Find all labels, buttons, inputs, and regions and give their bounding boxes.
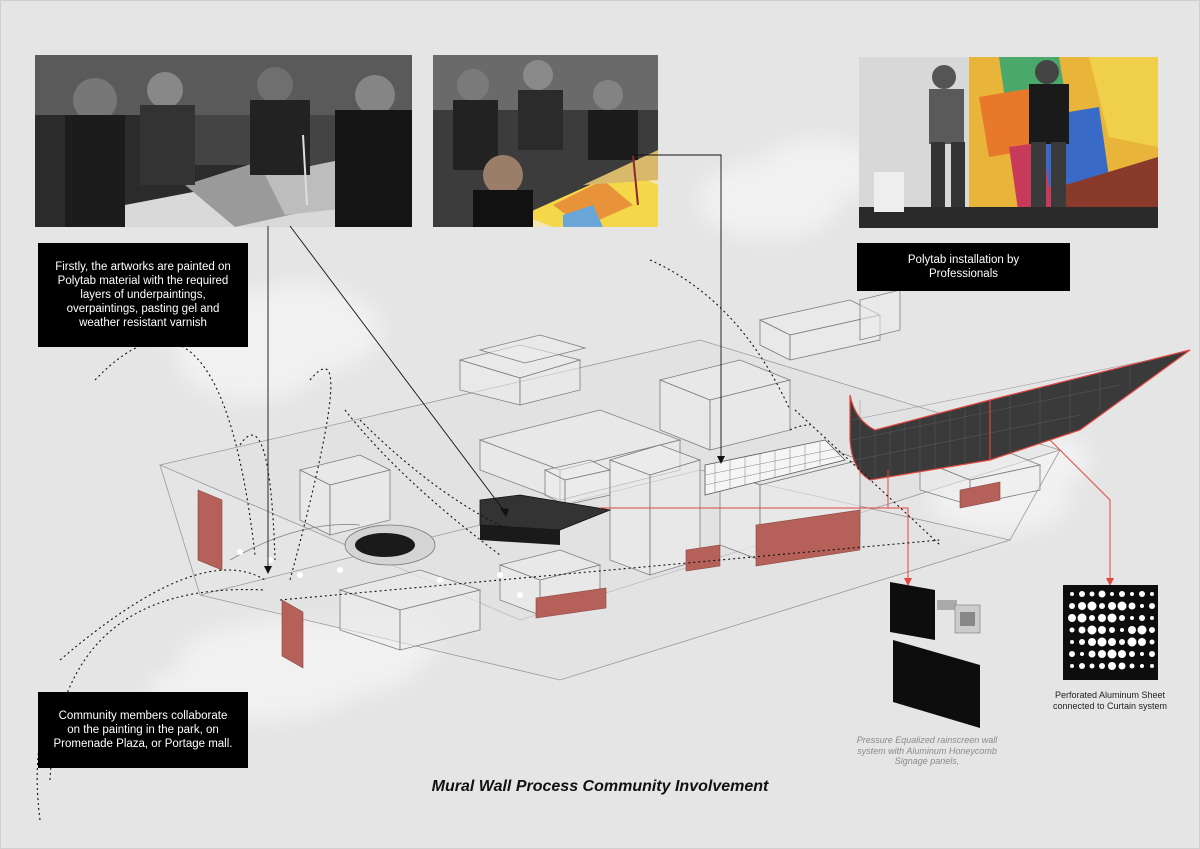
callout-community-text: Community members collaborate on the pai… xyxy=(53,710,233,750)
photo-professional-installation xyxy=(859,57,1158,228)
caption-perforated-sheet: Perforated Aluminum Sheet connected to C… xyxy=(1052,690,1168,711)
photo-community-painting-1 xyxy=(35,55,412,227)
photo-community-painting-2 xyxy=(433,55,658,227)
perforated-sheet-detail xyxy=(1063,585,1158,680)
photo-professional-installation-image xyxy=(859,57,1158,228)
perforated-facade-panel xyxy=(849,349,1191,481)
callout-installation-text: Polytab installation by Professionals xyxy=(907,254,1020,280)
brick-building-facades xyxy=(197,481,1001,669)
red-leader-lines xyxy=(600,439,1114,586)
black-leader-lines xyxy=(264,154,725,574)
mural-building xyxy=(479,494,612,545)
amphitheatre-park xyxy=(229,524,523,598)
callout-painting-process: Firstly, the artworks are painted on Pol… xyxy=(38,243,248,347)
photo-community-painting-2-image xyxy=(433,55,658,227)
callout-community: Community members collaborate on the pai… xyxy=(38,692,248,768)
rainscreen-panel-detail xyxy=(890,582,981,728)
callout-installation: Polytab installation by Professionals xyxy=(857,243,1070,291)
curtain-wall-grid xyxy=(704,439,846,496)
page-title: Mural Wall Process Community Involvement xyxy=(431,778,769,795)
caption-rainscreen: Pressure Equalized rainscreen wall syste… xyxy=(856,735,998,766)
callout-painting-process-text: Firstly, the artworks are painted on Pol… xyxy=(55,261,231,329)
photo-community-painting-1-image xyxy=(35,55,412,227)
